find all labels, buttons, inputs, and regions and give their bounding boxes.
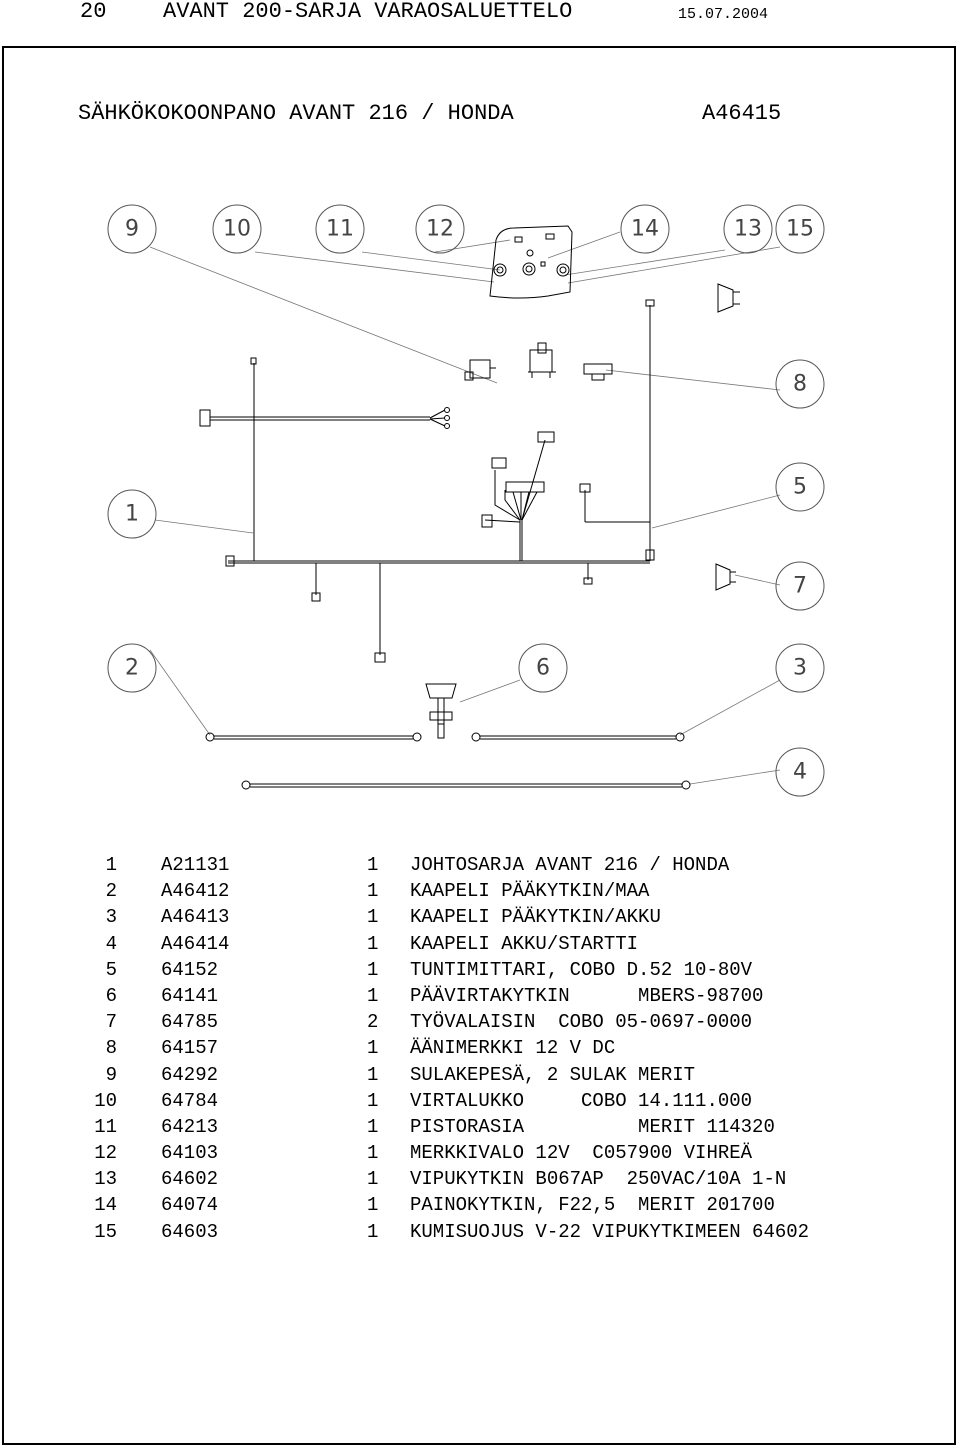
part-number: 11 xyxy=(94,1115,117,1138)
part-code: A46414 xyxy=(161,932,230,955)
part-code: 64074 xyxy=(161,1194,219,1217)
part-description: ÄÄNIMERKKI 12 V DC xyxy=(410,1037,616,1060)
part-quantity: 1 xyxy=(367,854,379,876)
part-description: KUMISUOJUS V-22 VIPUKYTKIMEEN 64602 xyxy=(410,1220,810,1243)
part-description: JOHTOSARJA AVANT 216 / HONDA xyxy=(410,854,730,876)
part-number: 4 xyxy=(105,932,117,955)
table-row: 10 64784 1 VIRTALUKKO COBO 14.111.000 xyxy=(0,1088,960,1114)
part-quantity: 2 xyxy=(367,1011,379,1034)
table-row: 8 64157 1 ÄÄNIMERKKI 12 V DC xyxy=(0,1035,960,1061)
page-header: 20 AVANT 200-SARJA VARAOSALUETTELO 15.07… xyxy=(0,0,960,28)
part-number: 13 xyxy=(94,1168,117,1191)
part-quantity: 1 xyxy=(367,880,379,903)
part-number: 9 xyxy=(105,1063,117,1086)
table-row: 7 64785 2 TYÖVALAISIN COBO 05-0697-0000 xyxy=(0,1009,960,1035)
part-code: A46412 xyxy=(161,880,230,903)
part-description: TUNTIMITTARI, COBO D.52 10-80V xyxy=(410,958,753,981)
table-row: 9 64292 1 SULAKEPESÄ, 2 SULAK MERIT xyxy=(0,1062,960,1088)
document-title: AVANT 200-SARJA VARAOSALUETTELO xyxy=(163,0,573,24)
part-number: 7 xyxy=(105,1011,117,1034)
table-row: 2 A46412 1 KAAPELI PÄÄKYTKIN/MAA xyxy=(0,878,960,904)
table-row: 5 64152 1 TUNTIMITTARI, COBO D.52 10-80V xyxy=(0,957,960,983)
document-date: 15.07.2004 xyxy=(678,6,769,23)
part-number: 8 xyxy=(105,1037,117,1060)
part-number: 12 xyxy=(94,1142,117,1165)
part-quantity: 1 xyxy=(367,1063,379,1086)
part-quantity: 1 xyxy=(367,906,379,929)
part-code: 64784 xyxy=(161,1089,219,1112)
part-code: 64103 xyxy=(161,1142,219,1165)
assembly-code: A46415 xyxy=(702,101,782,126)
part-code: 64152 xyxy=(161,958,219,981)
part-code: 64603 xyxy=(161,1220,219,1243)
part-code: 64141 xyxy=(161,984,219,1007)
table-row: 14 64074 1 PAINOKYTKIN, F22,5 MERIT 201700 xyxy=(0,1192,960,1218)
table-row: 3 A46413 1 KAAPELI PÄÄKYTKIN/AKKU xyxy=(0,904,960,930)
part-number: 2 xyxy=(105,880,117,903)
part-description: MERKKIVALO 12V C057900 VIHREÄ xyxy=(410,1142,753,1165)
part-quantity: 1 xyxy=(367,1115,379,1138)
part-description: VIPUKYTKIN B067AP 250VAC/10A 1-N xyxy=(410,1168,787,1191)
table-row: 11 64213 1 PISTORASIA MERIT 114320 xyxy=(0,1114,960,1140)
part-description: PAINOKYTKIN, F22,5 MERIT 201700 xyxy=(410,1194,775,1217)
table-row: 13 64602 1 VIPUKYTKIN B067AP 250VAC/10A 1-N xyxy=(0,1166,960,1192)
table-row: 4 A46414 1 KAAPELI AKKU/STARTTI xyxy=(0,931,960,957)
part-quantity: 1 xyxy=(367,984,379,1007)
part-description: PÄÄVIRTAKYTKIN MBERS-98700 xyxy=(410,984,764,1007)
part-code: 64213 xyxy=(161,1115,219,1138)
part-code: A46413 xyxy=(161,906,230,929)
part-number: 1 xyxy=(105,854,117,876)
part-description: KAAPELI PÄÄKYTKIN/AKKU xyxy=(410,906,661,929)
assembly-title: SÄHKÖKOKOONPANO AVANT 216 / HONDA xyxy=(78,101,514,126)
page-frame xyxy=(2,46,956,1445)
part-description: KAAPELI PÄÄKYTKIN/MAA xyxy=(410,880,650,903)
part-description: SULAKEPESÄ, 2 SULAK MERIT xyxy=(410,1063,696,1086)
table-row: 12 64103 1 MERKKIVALO 12V C057900 VIHREÄ xyxy=(0,1140,960,1166)
part-code: A21131 xyxy=(161,854,230,876)
part-number: 10 xyxy=(94,1089,117,1112)
part-quantity: 1 xyxy=(367,1168,379,1191)
part-number: 15 xyxy=(94,1220,117,1243)
table-row: 15 64603 1 KUMISUOJUS V-22 VIPUKYTKIMEEN 64… xyxy=(0,1219,960,1245)
part-quantity: 1 xyxy=(367,1142,379,1165)
part-quantity: 1 xyxy=(367,1194,379,1217)
part-description: PISTORASIA MERIT 114320 xyxy=(410,1115,775,1138)
part-quantity: 1 xyxy=(367,1220,379,1243)
part-number: 14 xyxy=(94,1194,117,1217)
part-number: 3 xyxy=(105,906,117,929)
part-description: VIRTALUKKO COBO 14.111.000 xyxy=(410,1089,753,1112)
part-quantity: 1 xyxy=(367,1037,379,1060)
part-quantity: 1 xyxy=(367,958,379,981)
part-code: 64785 xyxy=(161,1011,219,1034)
table-row: 1 A21131 1 JOHTOSARJA AVANT 216 / HONDA xyxy=(0,852,960,878)
part-description: TYÖVALAISIN COBO 05-0697-0000 xyxy=(410,1011,753,1034)
page-number: 20 xyxy=(80,0,107,24)
part-number: 5 xyxy=(105,958,117,981)
part-quantity: 1 xyxy=(367,932,379,955)
part-code: 64292 xyxy=(161,1063,219,1086)
part-number: 6 xyxy=(105,984,117,1007)
table-row: 6 64141 1 PÄÄVIRTAKYTKIN MBERS-98700 xyxy=(0,983,960,1009)
part-description: KAAPELI AKKU/STARTTI xyxy=(410,932,639,955)
part-code: 64602 xyxy=(161,1168,219,1191)
part-quantity: 1 xyxy=(367,1089,379,1112)
part-code: 64157 xyxy=(161,1037,219,1060)
